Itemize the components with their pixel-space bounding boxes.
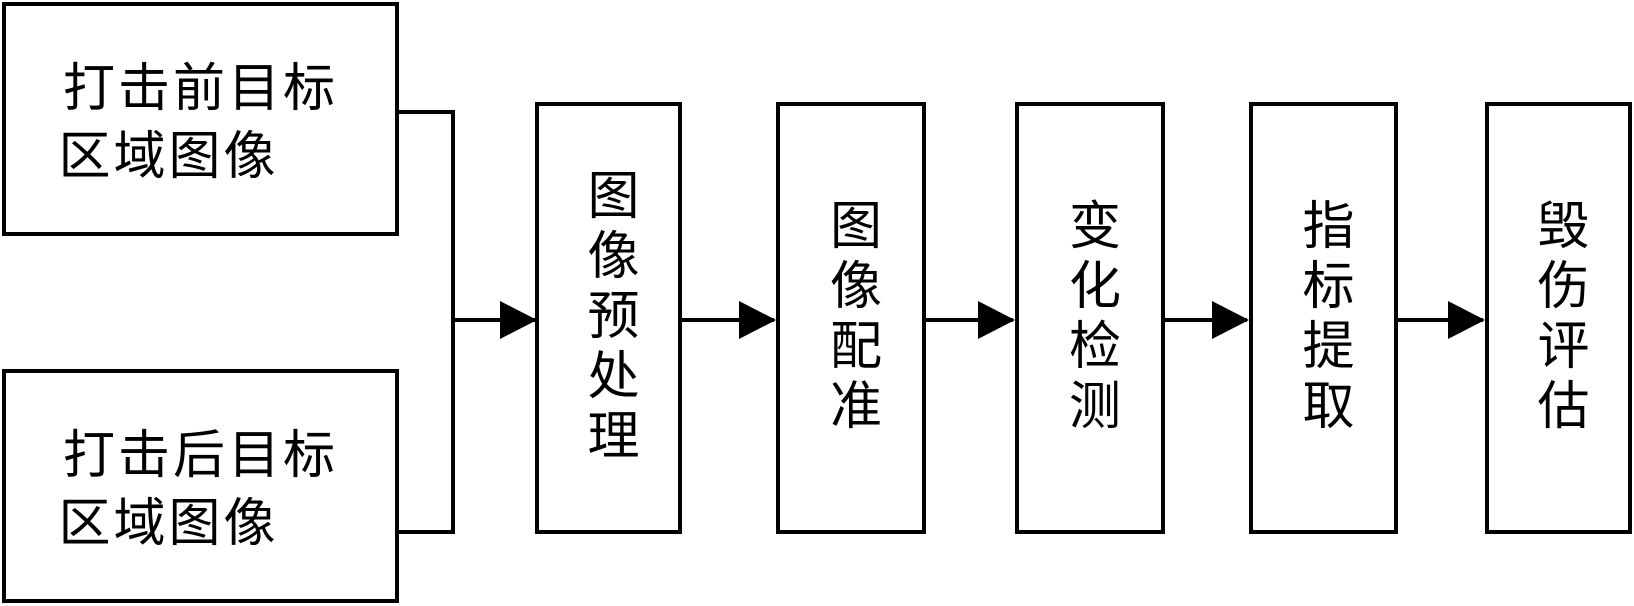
input-label-line2: 区域图像: [58, 127, 279, 187]
step-damage-assessment: 毁伤评估: [1485, 102, 1632, 534]
arrowhead-preprocess: [500, 301, 537, 339]
step-label: 指标提取: [1293, 198, 1353, 438]
arrowhead-index: [1212, 301, 1249, 339]
arrowhead-registration: [739, 301, 776, 339]
step-registration: 图像配准: [776, 102, 926, 534]
step-label: 变化检测: [1059, 198, 1120, 438]
arrowhead-assessment: [1448, 301, 1485, 339]
input-label-line2: 区域图像: [58, 494, 279, 554]
step-index-extraction: 指标提取: [1249, 102, 1398, 534]
input-box-after-strike: 打击后目标 区域图像: [2, 369, 399, 603]
step-change-detection: 变化检测: [1015, 102, 1165, 534]
step-label: 图像配准: [820, 198, 881, 438]
step-label: 图像预处理: [578, 168, 638, 468]
arrowhead-change: [978, 301, 1015, 339]
step-preprocessing: 图像预处理: [535, 102, 682, 534]
input-label-line1: 打击后目标: [62, 426, 338, 486]
input-label-line1: 打击前目标: [62, 59, 338, 119]
input-box-before-strike: 打击前目标 区域图像: [2, 2, 399, 236]
merge-connector: [397, 110, 455, 534]
step-label: 毁伤评估: [1528, 198, 1588, 438]
